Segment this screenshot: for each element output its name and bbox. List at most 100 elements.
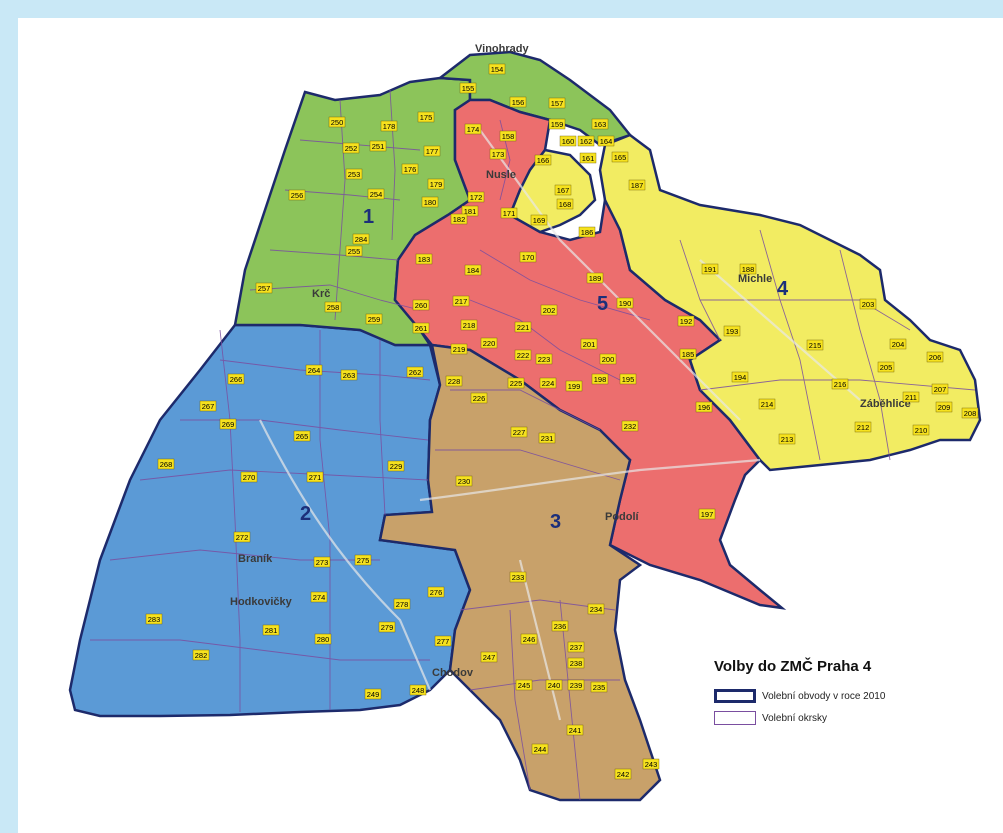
precinct-label-box xyxy=(288,189,306,201)
precinct-label-box xyxy=(695,401,713,413)
precinct-label-box xyxy=(227,373,245,385)
precinct-label-box xyxy=(551,620,569,632)
precinct-label-text: 183 xyxy=(418,255,431,264)
precinct-label-text: 255 xyxy=(348,247,361,256)
precinct-label-text: 239 xyxy=(570,681,583,690)
precinct-label-text: 186 xyxy=(581,228,594,237)
precinct-label-text: 261 xyxy=(415,324,428,333)
precinct-label-box xyxy=(293,430,311,442)
precinct-label-text: 246 xyxy=(523,635,536,644)
precinct-label-text: 165 xyxy=(614,153,627,162)
precinct-label-text: 231 xyxy=(541,434,554,443)
precinct-label-box xyxy=(240,471,258,483)
precinct-label-178: 178 xyxy=(380,120,398,132)
precinct-label-text: 241 xyxy=(569,726,582,735)
precinct-label-281: 281 xyxy=(262,624,280,636)
precinct-label-255: 255 xyxy=(345,245,363,257)
precinct-label-text: 209 xyxy=(938,403,951,412)
precinct-label-box xyxy=(515,679,533,691)
precinct-label-215: 215 xyxy=(806,339,824,351)
place-name-chodov: Chodov xyxy=(432,667,474,679)
precinct-label-228: 228 xyxy=(445,375,463,387)
precinct-label-box xyxy=(545,679,563,691)
precinct-label-box xyxy=(445,375,463,387)
precinct-label-box xyxy=(531,743,549,755)
precinct-label-text: 257 xyxy=(258,284,271,293)
precinct-label-231: 231 xyxy=(538,432,556,444)
precinct-label-text: 232 xyxy=(624,422,637,431)
precinct-label-box xyxy=(262,624,280,636)
precinct-label-text: 159 xyxy=(551,120,564,129)
precinct-label-text: 224 xyxy=(542,379,555,388)
precinct-label-text: 201 xyxy=(583,340,596,349)
precinct-label-box xyxy=(535,353,553,365)
precinct-label-271: 271 xyxy=(306,471,324,483)
precinct-label-text: 235 xyxy=(593,683,606,692)
precinct-label-266: 266 xyxy=(227,373,245,385)
precinct-label-text: 283 xyxy=(148,615,161,624)
precinct-label-text: 221 xyxy=(517,323,530,332)
precinct-label-box xyxy=(538,432,556,444)
precinct-label-box xyxy=(406,366,424,378)
precinct-label-text: 173 xyxy=(492,150,505,159)
precinct-label-text: 189 xyxy=(589,274,602,283)
precinct-label-box xyxy=(590,681,608,693)
precinct-label-226: 226 xyxy=(470,392,488,404)
district-number-2: 2 xyxy=(300,503,311,525)
precinct-label-box xyxy=(902,391,920,403)
precinct-label-174: 174 xyxy=(464,123,482,135)
place-names: Vinohrady Nusle Michle Krč Záběhlice Bra… xyxy=(230,43,911,679)
precinct-label-254: 254 xyxy=(367,188,385,200)
precinct-label-box xyxy=(548,97,566,109)
precinct-label-161: 161 xyxy=(579,152,597,164)
precinct-label-284: 284 xyxy=(352,233,370,245)
precinct-label-206: 206 xyxy=(926,351,944,363)
precinct-label-241: 241 xyxy=(566,724,584,736)
precinct-label-box xyxy=(364,688,382,700)
precinct-label-169: 169 xyxy=(530,214,548,226)
precinct-label-box xyxy=(758,398,776,410)
precinct-label-box xyxy=(340,369,358,381)
precinct-label-217: 217 xyxy=(452,295,470,307)
precinct-label-209: 209 xyxy=(935,401,953,413)
precinct-label-text: 163 xyxy=(594,120,607,129)
precinct-label-text: 176 xyxy=(404,165,417,174)
precinct-label-259: 259 xyxy=(365,313,383,325)
precinct-label-box xyxy=(912,424,930,436)
precinct-label-text: 262 xyxy=(409,368,422,377)
precinct-label-text: 166 xyxy=(537,156,550,165)
precinct-label-text: 278 xyxy=(396,600,409,609)
precinct-label-162: 162 xyxy=(577,135,595,147)
precinct-label-box xyxy=(514,321,532,333)
precinct-label-text: 266 xyxy=(230,375,243,384)
legend-title: Volby do ZMČ Praha 4 xyxy=(714,658,872,675)
precinct-label-box xyxy=(480,651,498,663)
precinct-label-text: 180 xyxy=(424,198,437,207)
precinct-label-box xyxy=(889,338,907,350)
precinct-label-text: 199 xyxy=(568,382,581,391)
precinct-label-221: 221 xyxy=(514,321,532,333)
precinct-label-box xyxy=(306,471,324,483)
precinct-label-text: 267 xyxy=(202,402,215,411)
precinct-label-168: 168 xyxy=(556,198,574,210)
precinct-label-text: 171 xyxy=(503,209,516,218)
precinct-label-box xyxy=(935,401,953,413)
precinct-label-box xyxy=(565,380,583,392)
precinct-label-text: 170 xyxy=(522,253,535,262)
precinct-label-box xyxy=(698,508,716,520)
precinct-label-text: 197 xyxy=(701,510,714,519)
precinct-label-222: 222 xyxy=(514,349,532,361)
precinct-label-box xyxy=(611,151,629,163)
precinct-label-text: 236 xyxy=(554,622,567,631)
precinct-label-175: 175 xyxy=(417,111,435,123)
precinct-label-199: 199 xyxy=(565,380,583,392)
precinct-label-216: 216 xyxy=(831,378,849,390)
precinct-label-274: 274 xyxy=(310,591,328,603)
precinct-label-154: 154 xyxy=(488,63,506,75)
precinct-label-193: 193 xyxy=(723,325,741,337)
precinct-label-223: 223 xyxy=(535,353,553,365)
precinct-label-260: 260 xyxy=(412,299,430,311)
precinct-label-text: 223 xyxy=(538,355,551,364)
precinct-label-text: 167 xyxy=(557,186,570,195)
precinct-label-text: 210 xyxy=(915,426,928,435)
